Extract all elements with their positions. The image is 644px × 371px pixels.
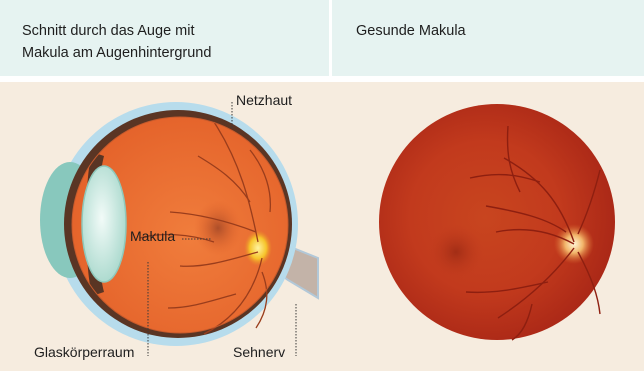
eye-section-title: Schnitt durch das Auge mit Makula am Aug…	[0, 0, 329, 76]
lens-shape	[82, 166, 126, 282]
healthy-macula-title-text: Gesunde Makula	[356, 23, 466, 39]
eye-diagram	[0, 82, 644, 371]
eye-section-title-line-1: Schnitt durch das Auge mit	[22, 20, 329, 42]
eye-section-title-line-2: Makula am Augenhintergrund	[22, 42, 329, 64]
label-makula: Makula	[130, 228, 175, 244]
macula-spot	[194, 200, 242, 256]
healthy-macula-title: Gesunde Makula	[332, 0, 644, 76]
label-sehnerv: Sehnerv	[233, 344, 285, 360]
illustration-panel: Netzhaut Makula Glaskörperraum Sehnerv	[0, 82, 644, 371]
label-glaskoerperraum: Glaskörperraum	[34, 344, 134, 360]
header: Schnitt durch das Auge mit Makula am Aug…	[0, 0, 644, 76]
optic-disc-spot	[244, 230, 272, 266]
label-netzhaut: Netzhaut	[236, 92, 292, 108]
fundus-photo	[379, 104, 615, 340]
